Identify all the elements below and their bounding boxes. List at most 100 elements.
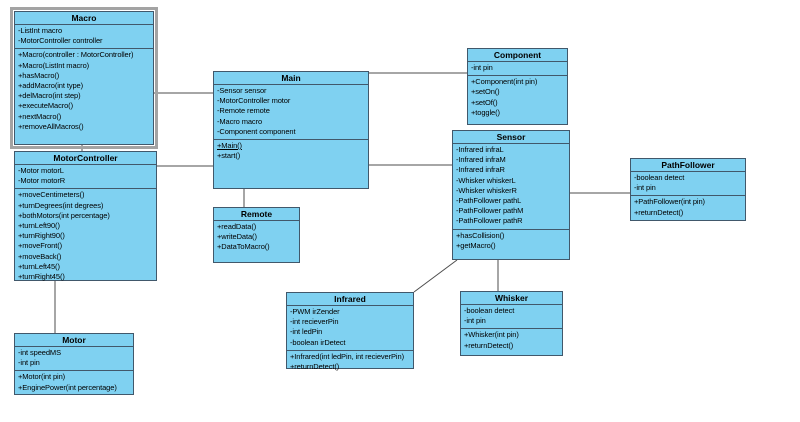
attribute-row: -ListInt macro (18, 26, 63, 35)
method-row: +Macro(controller : MotorController) (18, 50, 134, 60)
attribute-row: -PathFollower pathL (456, 196, 522, 206)
method-row: +setOn() (471, 87, 500, 97)
attribute-row: -Whisker whiskerR (456, 185, 517, 195)
attribute-row: -MotorController controller (18, 36, 103, 46)
method-row: +nextMacro() (18, 111, 62, 121)
methods-compartment: +Infrared(int ledPin, int recieverPin)+r… (287, 351, 413, 374)
attributes-compartment: -int pin (468, 62, 567, 77)
method-row: +PathFollower(int pin) (634, 197, 705, 207)
methods-compartment: +readData()+writeData()+DataToMacro() (214, 221, 299, 262)
attribute-row: -Remote remote (217, 106, 270, 116)
method-row: +Main() (217, 141, 242, 151)
connector-sensor-infrared[interactable] (413, 259, 458, 293)
class-box-pathfollower[interactable]: PathFollower -boolean detect-int pin +Pa… (630, 158, 746, 221)
method-row: +Whisker(int pin) (464, 330, 519, 340)
method-row: +executeMacro() (18, 101, 73, 111)
attribute-row: -Whisker whiskerL (456, 175, 516, 185)
attribute-row: -boolean irDetect (290, 337, 346, 347)
method-row: +delMacro(int step) (18, 91, 81, 101)
class-title: Remote (214, 208, 299, 221)
class-box-motor[interactable]: Motor -int speedMS-int pin +Motor(int pi… (14, 333, 134, 395)
class-box-main[interactable]: Main -Sensor sensor-MotorController moto… (213, 71, 369, 189)
attribute-row: -PathFollower pathM (456, 206, 524, 216)
method-row: +turnRight45() (18, 272, 65, 282)
methods-compartment: +Motor(int pin)+EnginePower(int percenta… (15, 371, 133, 394)
attribute-row: -Component component (217, 126, 296, 136)
class-box-motorcontroller[interactable]: MotorController -Motor motorL-Motor moto… (14, 151, 157, 281)
attribute-row: -int pin (471, 63, 493, 72)
attributes-compartment: -ListInt macro-MotorController controlle… (15, 25, 153, 50)
attribute-row: -Motor motorL (18, 166, 64, 175)
attribute-row: -int pin (634, 183, 656, 193)
methods-compartment: +moveCentimeters()+turnDegrees(int degre… (15, 189, 156, 284)
class-title: Macro (15, 12, 153, 25)
method-row: +turnRight90() (18, 231, 65, 241)
method-row: +moveCentimeters() (18, 190, 85, 200)
method-row: +returnDetect() (634, 207, 684, 217)
methods-compartment: +Component(int pin)+setOn()+setOf()+togg… (468, 76, 567, 124)
attribute-row: -int ledPin (290, 327, 323, 337)
method-row: +Infrared(int ledPin, int recieverPin) (290, 351, 404, 361)
method-row: +turnLeft45() (18, 261, 60, 271)
methods-compartment: +Macro(controller : MotorController)+Mac… (15, 49, 153, 144)
attributes-compartment: -Motor motorL-Motor motorR (15, 165, 156, 190)
method-row: +Macro(ListInt macro) (18, 60, 90, 70)
class-box-sensor[interactable]: Sensor -Infrared infraL-Infrared infraM-… (452, 130, 570, 260)
attribute-row: -int speedMS (18, 348, 61, 357)
method-row: +readData() (217, 222, 257, 231)
method-row: +toggle() (471, 107, 500, 117)
attribute-row: -Infrared infraL (456, 145, 504, 154)
attributes-compartment: -boolean detect-int pin (631, 172, 745, 197)
class-box-whisker[interactable]: Whisker -boolean detect-int pin +Whisker… (460, 291, 563, 356)
attribute-row: -boolean detect (634, 173, 685, 182)
class-title: Infrared (287, 293, 413, 306)
class-title: Component (468, 49, 567, 62)
method-row: +start() (217, 151, 241, 161)
attribute-row: -int recieverPin (290, 317, 339, 327)
method-row: +returnDetect() (464, 340, 514, 350)
method-row: +returnDetect() (290, 362, 340, 372)
class-box-macro[interactable]: Macro -ListInt macro-MotorController con… (10, 7, 158, 149)
method-row: +writeData() (217, 232, 257, 242)
class-title: MotorController (15, 152, 156, 165)
class-box-infrared[interactable]: Infrared -PWM irZender-int recieverPin-i… (286, 292, 414, 371)
methods-compartment: +Main()+start() (214, 140, 368, 188)
method-row: +Component(int pin) (471, 77, 538, 87)
attributes-compartment: -Infrared infraL-Infrared infraM-Infrare… (453, 144, 569, 230)
attribute-row: -int pin (18, 358, 40, 368)
class-box-remote[interactable]: Remote +readData()+writeData()+DataToMac… (213, 207, 300, 263)
method-row: +getMacro() (456, 240, 496, 250)
attributes-compartment: -Sensor sensor-MotorController motor-Rem… (214, 85, 368, 141)
method-row: +hasMacro() (18, 70, 60, 80)
attribute-row: -Macro macro (217, 116, 263, 126)
methods-compartment: +hasCollision()+getMacro() (453, 230, 569, 259)
class-title: Main (214, 72, 368, 85)
method-row: +addMacro(int type) (18, 81, 84, 91)
method-row: +turnDegrees(int degrees) (18, 200, 104, 210)
attribute-row: -int pin (464, 316, 486, 326)
method-row: +EnginePower(int percentage) (18, 382, 117, 392)
attribute-row: -Sensor sensor (217, 86, 267, 95)
class-title: Whisker (461, 292, 562, 305)
attributes-compartment: -boolean detect-int pin (461, 305, 562, 330)
class-title: PathFollower (631, 159, 745, 172)
class-title: Motor (15, 334, 133, 347)
attribute-row: -boolean detect (464, 306, 515, 315)
method-row: +turnLeft90() (18, 221, 60, 231)
method-row: +setOf() (471, 97, 498, 107)
method-row: +removeAllMacros() (18, 121, 84, 131)
attribute-row: -Infrared infraM (456, 155, 506, 165)
method-row: +hasCollision() (456, 230, 505, 240)
method-row: +moveBack() (18, 251, 62, 261)
class-box-component[interactable]: Component -int pin +Component(int pin)+s… (467, 48, 568, 125)
method-row: +DataToMacro() (217, 242, 270, 252)
class-title: Sensor (453, 131, 569, 144)
attribute-row: -MotorController motor (217, 96, 291, 106)
attributes-compartment: -int speedMS-int pin (15, 347, 133, 372)
attribute-row: -Motor motorR (18, 176, 66, 186)
attributes-compartment: -PWM irZender-int recieverPin-int ledPin… (287, 306, 413, 351)
attribute-row: -PathFollower pathR (456, 216, 523, 226)
method-row: +moveFront() (18, 241, 63, 251)
